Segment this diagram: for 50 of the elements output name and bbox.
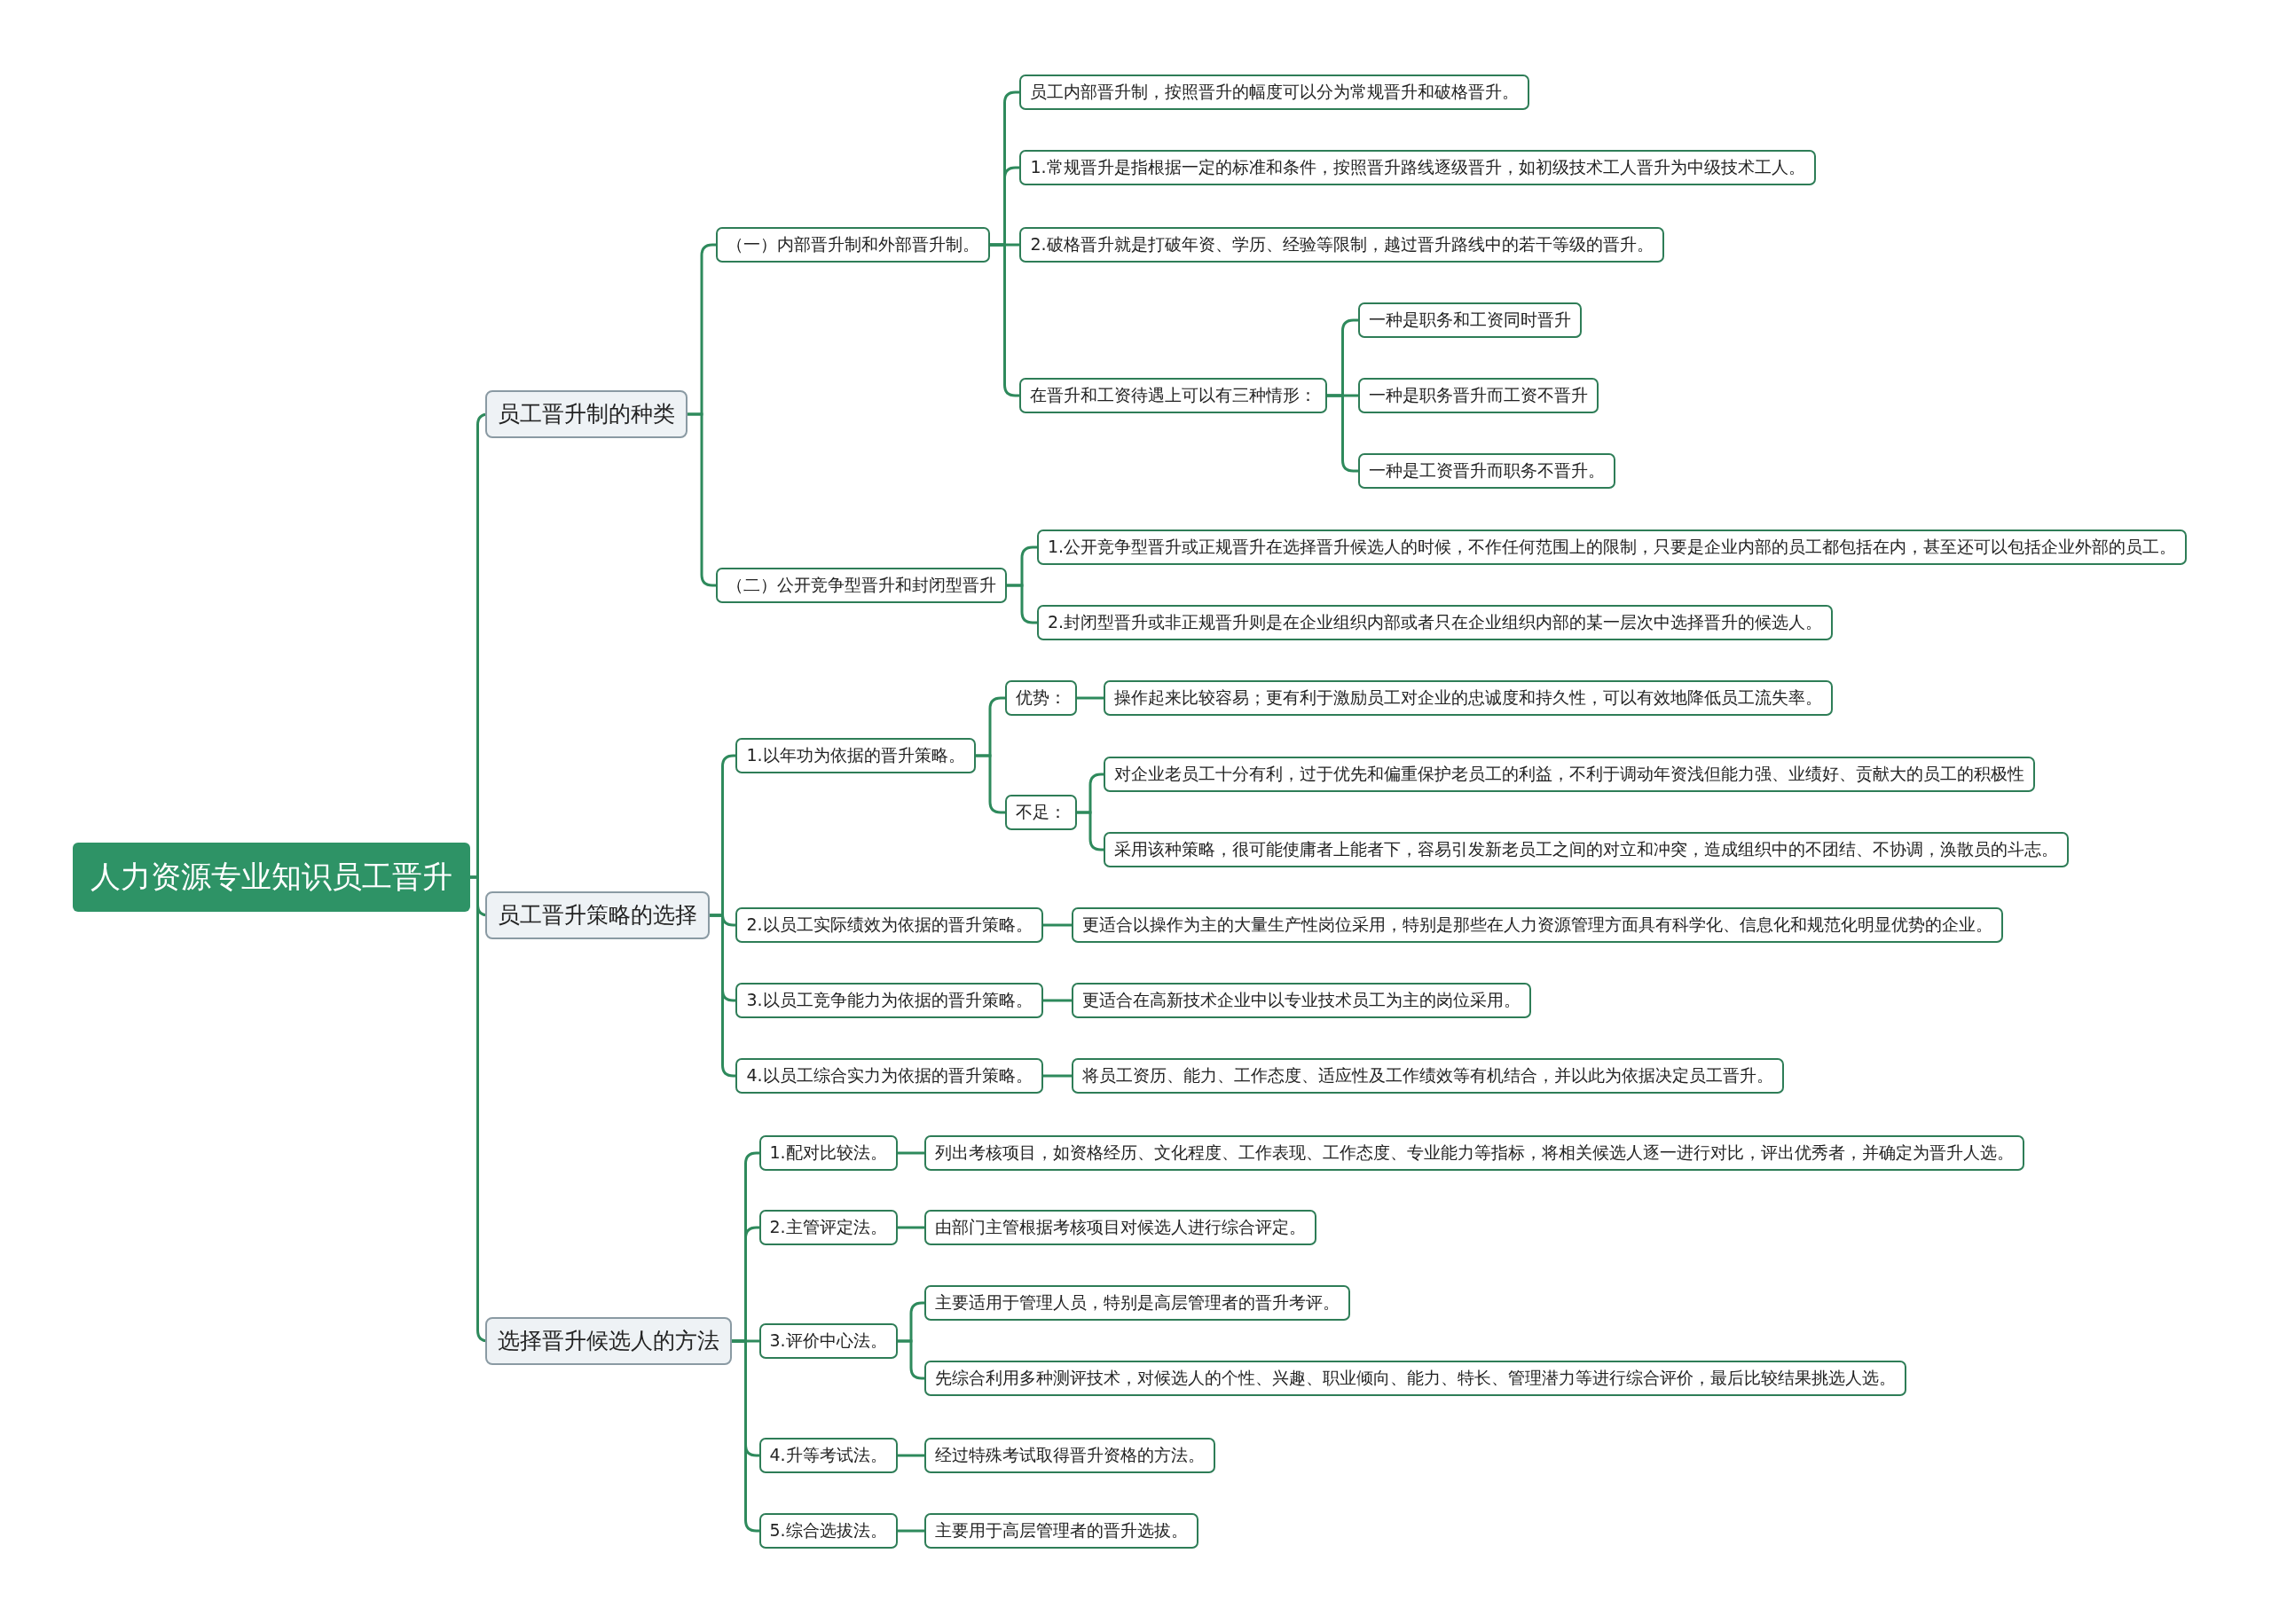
topic-box: 一种是工资晋升而职务不晋升。	[1358, 452, 1616, 489]
topic-box: 2.主管评定法。	[758, 1210, 898, 1246]
connector-line	[898, 1226, 924, 1229]
connector-line	[1042, 999, 1072, 1002]
topic-box: 采用该种策略，很可能使庸者上能者下，容易引发新老员工之间的对立和冲突，造成组织中的不团结、不协调，涣散员的斗志。	[1104, 832, 2070, 868]
branch-topic-box: 选择晋升候选人的方法	[484, 1316, 732, 1365]
connector-line	[1042, 1074, 1072, 1078]
connector-line	[1042, 923, 1072, 927]
connector-line	[898, 1529, 924, 1533]
topic-box: 员工内部晋升制，按照晋升的幅度可以分为常规晋升和破格晋升。	[1019, 75, 1530, 111]
topic-box: 由部门主管根据考核项目对候选人进行综合评定。	[923, 1210, 1316, 1246]
connector-line	[898, 1151, 924, 1155]
topic-box: 先综合利用多种测评技术，对候选人的个性、兴趣、职业倾向、能力、特长、管理潜力等进行综合评价，最后比较结果挑选人选。	[923, 1361, 1906, 1397]
connector-line	[1077, 811, 1104, 851]
topic-box: 1.配对比较法。	[758, 1134, 898, 1171]
topic-box: 一种是职务和工资同时晋升	[1358, 302, 1583, 338]
topic-box: （二）公开竞争型晋升和封闭型晋升	[715, 567, 1007, 603]
topic-box: 1.常规晋升是指根据一定的标准和条件，按照晋升路线逐级晋升，如初级技术工人晋升为中级技术工人。	[1019, 150, 1816, 186]
topic-box: 经过特殊考试取得晋升资格的方法。	[923, 1437, 1215, 1473]
topic-box: 对企业老员工十分有利，过于优先和偏重保护老员工的利益，不利于调动年资浅但能力强、业绩好、贡献大的员工的积极性	[1104, 757, 2036, 793]
topic-box: 5.综合选拔法。	[758, 1512, 898, 1549]
topic-box: 3.以员工竞争能力为依据的晋升策略。	[735, 983, 1043, 1019]
topic-box: 在晋升和工资待遇上可以有三种情形：	[1019, 377, 1328, 413]
connector-line	[1007, 584, 1037, 624]
branch-topic-box: 员工晋升策略的选择	[484, 890, 710, 939]
topic-box: 主要用于高层管理者的晋升选拔。	[923, 1512, 1198, 1549]
topic-box: 优势：	[1005, 679, 1078, 716]
topic-box: 更适合以操作为主的大量生产性岗位采用，特别是那些在人力资源管理方面具有科学化、信息化和规范化明显优势的企业。	[1072, 907, 2004, 944]
topic-box: （一）内部晋升制和外部晋升制。	[715, 226, 990, 263]
topic-box: 主要适用于管理人员，特别是高层管理者的晋升考评。	[923, 1285, 1350, 1322]
topic-box: 2.破格晋升就是打破年资、学历、经验等限制，越过晋升路线中的若干等级的晋升。	[1019, 226, 1664, 263]
topic-box: 2.以员工实际绩效为依据的晋升策略。	[735, 907, 1043, 944]
topic-box: 3.评价中心法。	[758, 1322, 898, 1359]
topic-box: 操作起来比较容易；更有利于激励员工对企业的忠诚度和持久性，可以有效地降低员工流失率。	[1104, 679, 1834, 716]
topic-box: 更适合在高新技术企业中以专业技术员工为主的岗位采用。	[1072, 983, 1532, 1019]
connector-line	[898, 1454, 924, 1457]
topic-box: 2.封闭型晋升或非正规晋升则是在企业组织内部或者只在企业组织内部的某一层次中选择晋升的候选人。	[1036, 605, 1834, 641]
root-topic-box: 人力资源专业知识员工晋升	[72, 843, 470, 913]
connector-line	[1077, 696, 1104, 700]
topic-box: 1.公开竞争型晋升或正规晋升在选择晋升候选人的时候，不作任何范围上的限制，只要是企业内部的员工都包括在内，甚至还可以包括企业外部的员工。	[1036, 530, 2188, 566]
topic-box: 4.升等考试法。	[758, 1437, 898, 1473]
connector-line	[710, 914, 735, 1078]
topic-box: 将员工资历、能力、工作态度、适应性及工作绩效等有机结合，并以此为依据决定员工晋升。	[1072, 1058, 1785, 1094]
topic-box: 不足：	[1005, 794, 1078, 830]
topic-box: 4.以员工综合实力为依据的晋升策略。	[735, 1058, 1043, 1094]
connector-line	[898, 1339, 924, 1380]
topic-box: 一种是职务晋升而工资不晋升	[1358, 377, 1599, 413]
topic-box: 1.以年功为依据的晋升策略。	[735, 738, 976, 774]
branch-topic-box: 员工晋升制的种类	[484, 389, 688, 438]
topic-box: 列出考核项目，如资格经历、文化程度、工作表现、工作态度、专业能力等指标，将相关候选人逐一进行对比，评出优秀者，并确定为晋升人选。	[923, 1134, 2024, 1171]
